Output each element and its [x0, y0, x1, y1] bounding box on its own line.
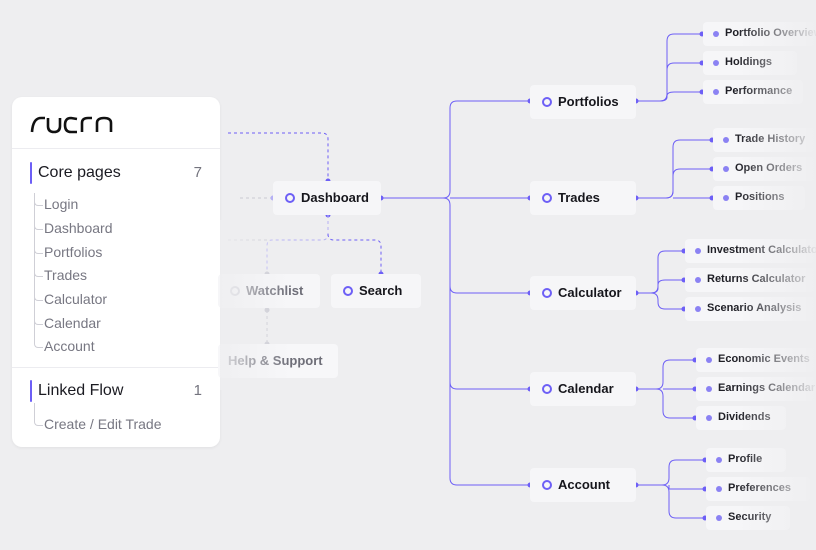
- sitemap-panel: Core pages 7 Login Dashboard Portfolios …: [12, 97, 220, 447]
- node-ring-icon: [285, 193, 295, 203]
- node-search[interactable]: Search: [331, 274, 421, 308]
- leaf-dividends[interactable]: Dividends: [696, 406, 786, 430]
- page-item-calculator[interactable]: Calculator: [34, 290, 204, 308]
- linked-flow-header[interactable]: Linked Flow 1: [30, 380, 206, 402]
- leaf-performance[interactable]: Performance: [703, 80, 803, 104]
- page-item-portfolios[interactable]: Portfolios: [34, 243, 204, 261]
- node-dashboard[interactable]: Dashboard: [273, 181, 381, 215]
- core-pages-count: 7: [193, 164, 202, 181]
- page-item-dashboard[interactable]: Dashboard: [34, 219, 204, 237]
- leaf-portfolio-overview[interactable]: Portfolio Overview: [703, 22, 816, 46]
- page-item-account[interactable]: Account: [34, 337, 204, 355]
- linked-flow-count: 1: [193, 382, 202, 399]
- node-ring-icon: [542, 97, 552, 107]
- linked-flow-title: Linked Flow: [38, 382, 124, 399]
- leaf-preferences[interactable]: Preferences: [706, 477, 810, 501]
- leaf-trade-history[interactable]: Trade History: [713, 128, 816, 152]
- leaf-profile[interactable]: Profile: [706, 448, 786, 472]
- node-portfolios[interactable]: Portfolios: [530, 85, 636, 119]
- node-watchlist[interactable]: Watchlist: [218, 274, 320, 308]
- node-ring-icon: [542, 288, 552, 298]
- leaf-earnings-calendar[interactable]: Earnings Calendar: [696, 377, 816, 401]
- lucra-logo: [30, 116, 113, 134]
- page-item-create-edit-trade[interactable]: Create / Edit Trade: [34, 415, 204, 433]
- leaf-investment-calculator[interactable]: Investment Calculator: [685, 239, 816, 263]
- node-calendar[interactable]: Calendar: [530, 372, 636, 406]
- leaf-positions[interactable]: Positions: [713, 186, 805, 210]
- core-pages-header[interactable]: Core pages 7: [30, 162, 206, 184]
- node-calculator[interactable]: Calculator: [530, 276, 636, 310]
- leaf-open-orders[interactable]: Open Orders: [713, 157, 816, 181]
- node-ring-icon: [542, 384, 552, 394]
- node-ring-icon: [542, 193, 552, 203]
- core-pages-title: Core pages: [38, 164, 121, 181]
- node-ring-icon: [230, 286, 240, 296]
- node-ring-icon: [343, 286, 353, 296]
- leaf-scenario-analysis[interactable]: Scenario Analysis: [685, 297, 816, 321]
- node-ring-icon: [542, 480, 552, 490]
- leaf-holdings[interactable]: Holdings: [703, 51, 797, 75]
- leaf-economic-events[interactable]: Economic Events: [696, 348, 816, 372]
- node-help-support[interactable]: Help & Support: [218, 344, 338, 378]
- node-trades[interactable]: Trades: [530, 181, 636, 215]
- page-item-login[interactable]: Login: [34, 195, 204, 213]
- leaf-security[interactable]: Security: [706, 506, 790, 530]
- page-item-calendar[interactable]: Calendar: [34, 314, 204, 332]
- leaf-returns-calculator[interactable]: Returns Calculator: [685, 268, 816, 292]
- node-account[interactable]: Account: [530, 468, 636, 502]
- page-item-trades[interactable]: Trades: [34, 266, 204, 284]
